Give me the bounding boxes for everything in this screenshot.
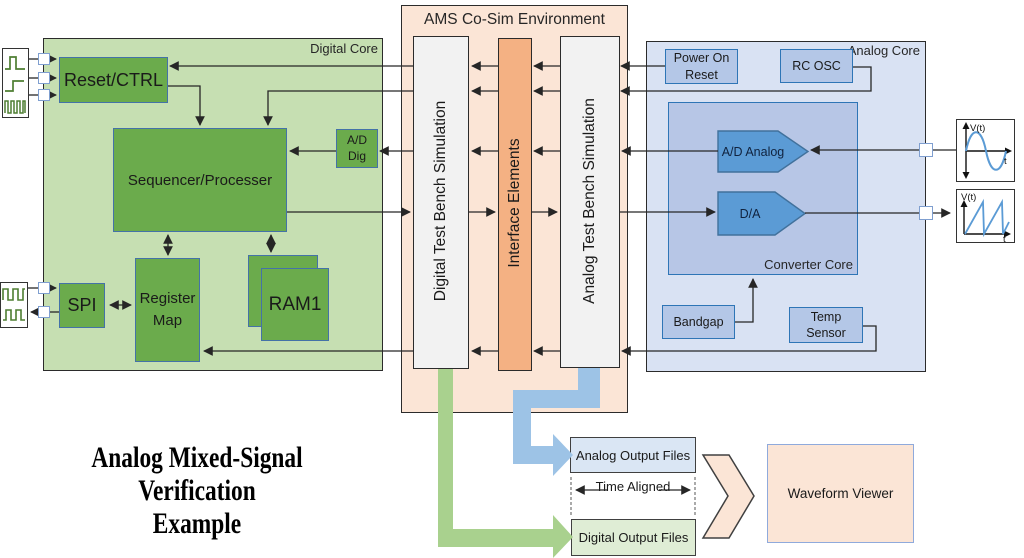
waveform-viewer-label: Waveform Viewer <box>787 486 894 501</box>
sawtooth-waveform-thumbnail: V(t) t <box>956 189 1015 245</box>
temp-sensor-block: Temp Sensor <box>789 307 863 343</box>
rc-osc-label: RC OSC <box>792 58 841 73</box>
port-square-reset2 <box>38 72 50 84</box>
port-square-spi-out <box>38 306 50 318</box>
time-aligned-note: Time Aligned <box>595 479 671 494</box>
sequencer-label: Sequencer/Processer <box>127 171 273 189</box>
chevron-arrow <box>701 454 755 539</box>
power-on-reset-label: Power On Reset <box>673 51 730 82</box>
port-square-reset3 <box>38 89 50 101</box>
ad-dig-block: A/D Dig <box>336 129 378 168</box>
port-square-dac-out <box>919 206 933 220</box>
register-map-block: Register Map <box>135 258 200 362</box>
ad-dig-label: A/D Dig <box>346 132 367 163</box>
sawtooth-wave-icon: V(t) t <box>960 192 1011 245</box>
sine-ylabel: V(t) <box>970 123 985 134</box>
reset-ctrl-label: Reset/CTRL <box>63 69 164 90</box>
ram-block: RAM1 <box>261 268 329 341</box>
interface-elements-label: Interface Elements <box>506 138 523 268</box>
spi-block: SPI <box>59 283 105 328</box>
digital-output-files-label: Digital Output Files <box>578 530 689 545</box>
port-square-reset1 <box>38 53 50 65</box>
digital-output-files-box: Digital Output Files <box>571 519 696 556</box>
bandgap-block: Bandgap <box>662 305 735 339</box>
temp-sensor-label: Temp Sensor <box>806 309 846 340</box>
sine-waveform-thumbnail: V(t) t <box>956 119 1015 182</box>
analog-output-files-box: Analog Output Files <box>570 437 696 473</box>
waveform-viewer-box: Waveform Viewer <box>767 444 914 543</box>
sequencer-block: Sequencer/Processer <box>113 128 287 232</box>
diagram-caption: Analog Mixed-Signal Verification Example <box>0 441 394 540</box>
rc-osc-block: RC OSC <box>780 49 853 83</box>
sawtooth-xlabel: t <box>1003 234 1006 242</box>
digital-stimulus-icon <box>4 56 26 114</box>
spi-label: SPI <box>67 295 97 315</box>
analog-testbench-label: Analog Test Bench Simulation <box>581 98 598 304</box>
converter-core-region <box>668 102 858 275</box>
analog-core-label: Analog Core <box>847 43 920 58</box>
port-square-spi-in <box>38 282 50 294</box>
digital-stimulus-thumbnail <box>2 48 29 118</box>
ram-label: RAM1 <box>268 293 322 315</box>
register-map-label: Register Map <box>139 289 196 330</box>
digital-testbench-bar <box>413 36 469 369</box>
sine-wave-icon: V(t) t <box>962 122 1012 179</box>
sine-xlabel: t <box>1004 156 1007 167</box>
power-on-reset-block: Power On Reset <box>665 49 738 84</box>
spi-stimulus-icon <box>2 288 25 321</box>
bandgap-label: Bandgap <box>673 314 724 329</box>
ams-env-title: AMS Co-Sim Environment <box>424 11 605 28</box>
caption-line1: Analog Mixed-Signal Verification <box>91 441 303 507</box>
digital-core-label: Digital Core <box>310 41 378 56</box>
spi-stimulus-thumbnail <box>0 282 28 328</box>
port-square-adc-in <box>919 143 933 157</box>
analog-output-files-label: Analog Output Files <box>575 447 691 463</box>
caption-line2: Example <box>152 507 242 540</box>
analog-testbench-bar <box>560 36 620 368</box>
converter-core-label: Converter Core <box>764 257 853 272</box>
sawtooth-ylabel: V(t) <box>961 192 976 203</box>
reset-ctrl-block: Reset/CTRL <box>59 57 168 103</box>
interface-elements-bar <box>498 38 532 371</box>
digital-testbench-label: Digital Test Bench Simulation <box>432 100 449 302</box>
